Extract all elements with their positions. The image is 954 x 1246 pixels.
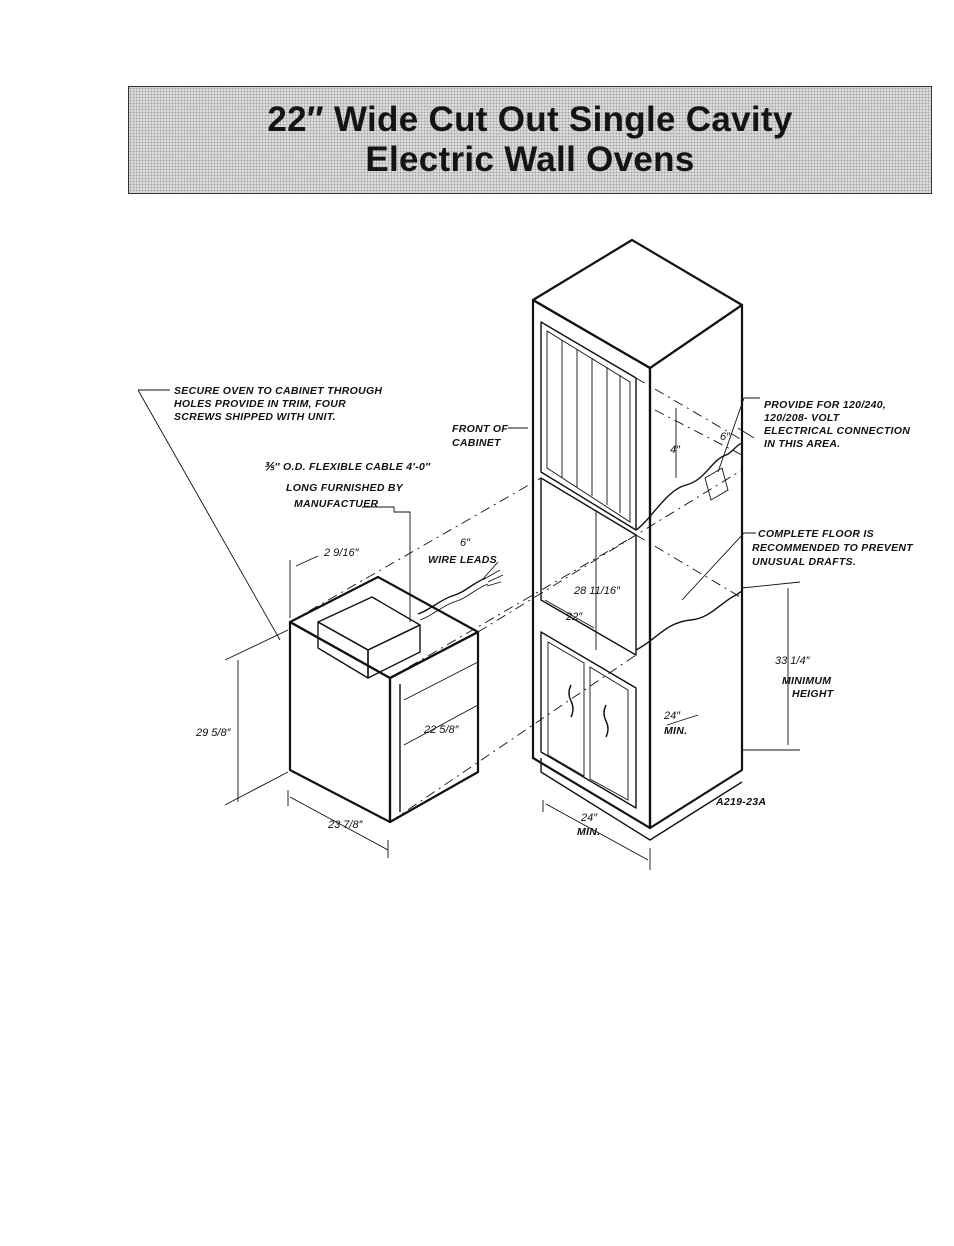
floor-line-1: COMPLETE FLOOR IS	[758, 528, 874, 540]
wall-oven	[288, 569, 504, 824]
cutout-edge-wave	[635, 442, 743, 531]
callout-front-of-cabinet: FRONT OF CABINET	[452, 423, 508, 449]
callout-wire-leads: 6″ WIRE LEADS	[428, 537, 497, 566]
dimension-lines	[224, 408, 801, 870]
alignment-lines	[289, 377, 743, 823]
cabinet	[531, 238, 744, 841]
dim-oven-top-offset: 2 9/16″	[323, 547, 360, 559]
upper-panel	[540, 321, 637, 531]
provide-line-3: ELECTRICAL CONNECTION	[764, 425, 910, 437]
cabinet-front	[531, 298, 652, 830]
cabinet-side	[648, 303, 744, 830]
dim-oven-depth: 22 5/8″	[423, 724, 460, 736]
wire-leads-size: 6″	[460, 537, 471, 549]
secure-line-1: SECURE OVEN TO CABINET THROUGH	[174, 385, 382, 397]
dim-oven-height: 29 5/8″	[195, 727, 232, 739]
dim-cutout-height: 28 11/16″	[573, 585, 621, 597]
provide-line-2: 120/208- VOLT	[764, 412, 841, 424]
cable-line-2: LONG FURNISHED BY	[286, 482, 404, 494]
callout-provide: PROVIDE FOR 120/240, 120/208- VOLT ELECT…	[764, 399, 910, 450]
title-line-2: Electric Wall Ovens	[365, 140, 695, 179]
oven-cutout	[540, 477, 637, 656]
title-banner: 22″ Wide Cut Out Single Cavity Electric …	[128, 86, 932, 194]
flexible-cable	[417, 577, 487, 615]
oven-front	[288, 620, 392, 824]
dim-cabinet-depth: 24″	[580, 812, 598, 824]
leader-lines	[137, 389, 760, 641]
title-line-1: 22″ Wide Cut Out Single Cavity	[267, 100, 793, 139]
floor-line-3: UNUSUAL DRAFTS.	[752, 556, 856, 568]
provide-line-1: PROVIDE FOR 120/240,	[764, 399, 886, 411]
cabinet-top	[531, 238, 744, 370]
part-number: A219-23A	[715, 796, 766, 808]
callout-cable: ⅗″ O.D. FLEXIBLE CABLE 4′-0″ LONG FURNIS…	[264, 461, 431, 510]
dim-cutout-width: 22″	[565, 611, 583, 623]
callout-secure: SECURE OVEN TO CABINET THROUGH HOLES PRO…	[174, 385, 382, 423]
floor-wave	[635, 590, 743, 651]
min-label-depth: MIN.	[577, 826, 600, 838]
oven-side	[388, 630, 480, 824]
secure-line-2: HOLES PROVIDE IN TRIM, FOUR	[174, 398, 346, 410]
junction-box	[704, 467, 729, 501]
front-line-2: CABINET	[452, 437, 502, 449]
dim-oven-width: 23 7/8″	[327, 819, 364, 831]
min-label-width: MIN.	[664, 725, 687, 737]
provide-line-4: IN THIS AREA.	[764, 438, 840, 450]
dim-minimum-height: 33 1/4″	[775, 655, 811, 667]
dim-cabinet-width: 24″	[663, 710, 681, 722]
dim-connection-vertical: 4″	[670, 444, 681, 456]
cable-line-3: MANUFACTUER	[294, 498, 378, 510]
dim-connection-horizontal: 6″	[720, 431, 731, 443]
cable-line-1: ⅗″ O.D. FLEXIBLE CABLE 4′-0″	[264, 461, 431, 473]
min-height-line-2: HEIGHT	[792, 688, 835, 700]
lower-doors	[540, 631, 637, 809]
callout-floor: COMPLETE FLOOR IS RECOMMENDED TO PREVENT…	[752, 528, 914, 568]
floor-line-2: RECOMMENDED TO PREVENT	[752, 542, 914, 554]
vent-block-top	[317, 596, 421, 651]
secure-line-3: SCREWS SHIPPED WITH UNIT.	[174, 411, 336, 423]
min-height-line-1: MINIMUM	[782, 675, 831, 687]
front-line-1: FRONT OF	[452, 423, 508, 435]
wire-leads-label: WIRE LEADS	[428, 554, 497, 566]
